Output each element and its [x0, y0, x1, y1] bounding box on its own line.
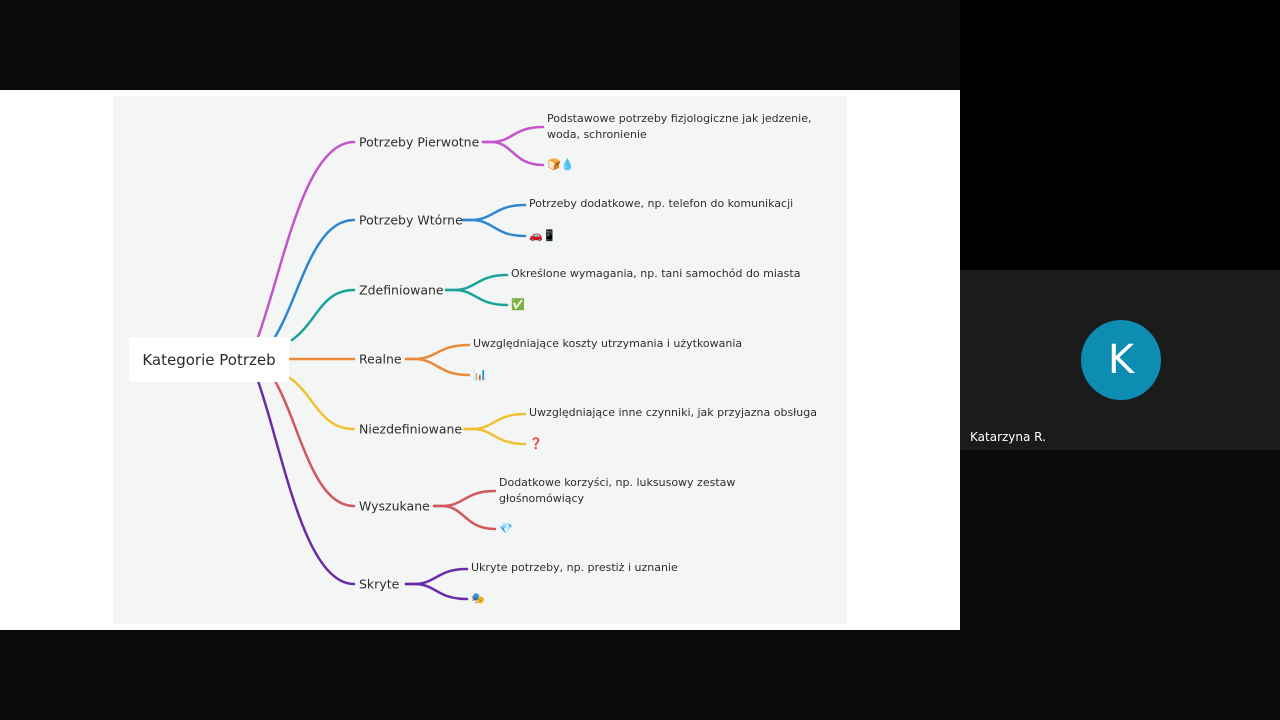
branch-label: Zdefiniowane: [359, 282, 444, 298]
branch-label: Realne: [359, 351, 402, 367]
branch-description: Określone wymagania, np. tani samochód d…: [511, 267, 801, 280]
branch-label: Potrzeby Wtórne: [359, 212, 463, 228]
branch-emoji-icon: 📊: [473, 368, 487, 381]
branch-description: Ukryte potrzeby, np. prestiż i uznanie: [471, 561, 678, 574]
branch-emoji-icon: 🚗📱: [529, 229, 557, 242]
branch-label: Niezdefiniowane: [359, 421, 463, 437]
participant-avatar: K: [1081, 320, 1161, 400]
branch-emoji-icon: ✅: [511, 298, 525, 311]
branch-emoji-icon: 🎭: [471, 592, 485, 605]
branch-description: Uwzględniające inne czynniki, jak przyja…: [529, 406, 817, 419]
branch-description: Potrzeby dodatkowe, np. telefon do komun…: [529, 197, 794, 210]
branch-label: Wyszukane: [359, 498, 430, 514]
branch-emoji-icon: ❓: [529, 437, 543, 450]
branch-description: Podstawowe potrzeby fizjologiczne jak je…: [547, 112, 812, 141]
branch-description: Uwzględniające koszty utrzymania i użytk…: [473, 337, 743, 350]
branch-description: Dodatkowe korzyści, np. luksusowy zestaw…: [499, 476, 736, 505]
branch-emoji-icon: 🍞💧: [547, 158, 575, 171]
branch-emoji-icon: 💎: [499, 522, 513, 535]
branch-label: Skryte: [359, 576, 400, 592]
root-node: Kategorie Potrzeb: [129, 337, 289, 382]
participant-name: Katarzyna R.: [970, 430, 1046, 444]
video-area-empty: [960, 0, 1280, 270]
branch-label: Potrzeby Pierwotne: [359, 134, 480, 150]
participant-tile[interactable]: K Katarzyna R.: [960, 270, 1280, 450]
